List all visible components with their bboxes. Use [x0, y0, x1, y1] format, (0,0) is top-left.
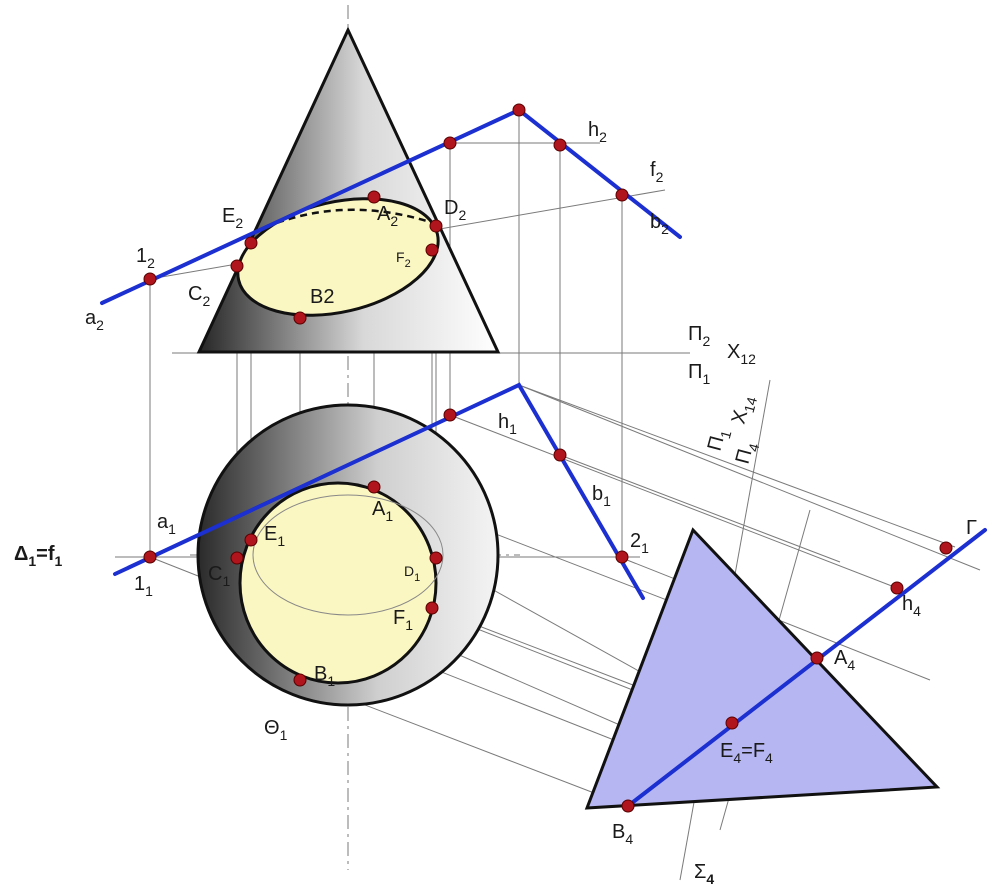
point-d2	[429, 219, 443, 233]
point-f1	[425, 601, 439, 615]
point-1-2	[143, 272, 157, 286]
point-2-1	[615, 550, 629, 564]
point-gamma4	[939, 541, 953, 555]
cone-top-view	[196, 403, 500, 707]
label-h4: h4	[902, 593, 921, 619]
label-e1: E1	[264, 523, 285, 549]
point-h2	[553, 138, 567, 152]
point-h4	[890, 581, 904, 595]
label-f2: f2	[650, 159, 664, 185]
point-h1	[553, 448, 567, 462]
point-a1	[367, 480, 381, 494]
label-a2: A2	[377, 203, 398, 229]
points	[143, 103, 953, 813]
label-d2: D2	[444, 197, 466, 223]
label-e4: E4=F4	[720, 740, 773, 766]
label-e2: E2	[222, 205, 243, 231]
point-a2	[367, 190, 381, 204]
point-c1	[230, 551, 244, 565]
point-a4	[810, 651, 824, 665]
labels: Π2 X12 Π1 Π1 X14 Π4 h2 f2 b2 E2 A2 D2 F2…	[14, 119, 977, 887]
label-a1pt: A1	[372, 498, 393, 524]
section-top-ellipse	[238, 481, 438, 685]
label-1-1: 11	[134, 573, 153, 599]
label-pi1-b: Π1	[704, 426, 735, 454]
label-theta1: Θ1	[264, 717, 288, 743]
label-pi1: Π1	[688, 361, 710, 387]
label-x14: X14	[728, 392, 761, 427]
point-e2	[244, 236, 258, 250]
inner-hidden-circle	[252, 494, 444, 616]
label-a4: A4	[834, 647, 855, 673]
point-h1-top	[443, 408, 457, 422]
label-c2: C2	[188, 283, 210, 309]
label-h2: h2	[588, 119, 607, 145]
line-a1-b1	[113, 382, 645, 600]
label-b2: b2	[650, 211, 669, 237]
label-sigma4: Σ4	[694, 861, 714, 887]
label-b2pt: B2	[310, 286, 334, 308]
label-a1: a1	[157, 511, 176, 537]
point-b1	[293, 673, 307, 687]
label-b1: b1	[592, 483, 611, 509]
label-pi4: Π4	[732, 439, 763, 467]
section-ellipse	[236, 197, 440, 317]
label-1-2: 12	[136, 245, 155, 271]
hidden-ellipse-arc	[254, 208, 437, 234]
label-f2pt: F2	[396, 249, 411, 270]
point-1-1	[143, 550, 157, 564]
label-x12: X12	[727, 341, 756, 367]
point-c2	[230, 259, 244, 273]
label-c1: C1	[208, 563, 230, 589]
label-b1pt: B1	[314, 663, 335, 689]
point-b4	[621, 799, 635, 813]
label-2-1: 21	[630, 530, 649, 556]
label-gamma4: Γ	[966, 517, 977, 539]
label-b4: B4	[612, 821, 633, 847]
section-triangle-4	[584, 527, 941, 810]
point-f2	[425, 243, 439, 257]
label-f1pt: F1	[393, 607, 413, 633]
point-2-2	[615, 188, 629, 202]
point-apex-2	[512, 103, 526, 117]
point-top-2	[443, 136, 457, 150]
label-pi2: Π2	[688, 323, 710, 349]
label-a2line: a2	[85, 307, 104, 333]
line-gamma4	[626, 528, 987, 808]
point-b2	[293, 311, 307, 325]
label-delta1: Δ1=f1	[14, 543, 63, 569]
point-d1	[429, 551, 443, 565]
label-d1: D1	[404, 563, 420, 584]
point-e4	[725, 716, 739, 730]
point-e1	[244, 533, 258, 547]
label-h1: h1	[498, 411, 517, 437]
